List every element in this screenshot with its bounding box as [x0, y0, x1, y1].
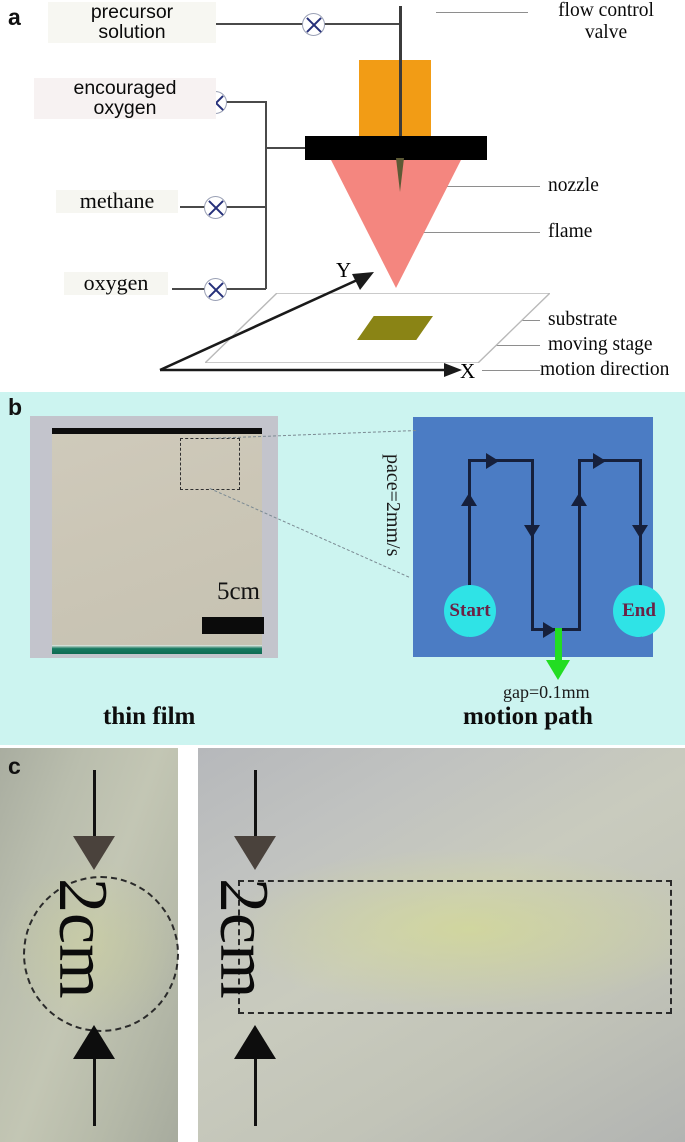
pipe-manifold-to-head	[265, 147, 307, 149]
pipe-precursor-out	[322, 23, 402, 25]
film-scale-label: 5cm	[216, 578, 260, 605]
thin-film-photo: 5cm	[30, 416, 278, 658]
pipe-methane-out	[224, 206, 266, 208]
source-label-methane: methane	[56, 189, 178, 213]
path-seg-up-1	[468, 459, 471, 637]
path-seg-down-2	[639, 459, 642, 637]
panel-c-photos: c 2cm 2cm	[0, 745, 685, 1142]
callout-substrate: substrate	[548, 309, 618, 330]
left-arrow-up-shaft	[93, 1058, 96, 1126]
panel-b-film-and-path: b 5cm pace=2mm/s Start End gap=0.1mm	[0, 392, 685, 745]
axis-label-y: Y	[336, 258, 352, 282]
left-arrow-down-shaft	[93, 770, 96, 838]
left-arrow-down-head	[73, 836, 115, 870]
right-arrow-up-head	[234, 1025, 276, 1059]
panel-b-label: b	[8, 394, 23, 420]
valve-precursor-icon	[302, 13, 325, 36]
path-seg-top-2	[578, 459, 642, 462]
source-label-oxygen: oxygen	[64, 271, 168, 295]
caption-motion-path: motion path	[463, 703, 593, 730]
source-label-precursor-solution: precursor solution	[48, 2, 216, 43]
pace-label: pace=2mm/s	[382, 454, 404, 557]
film-scale-bar	[202, 617, 264, 634]
photo-right-linear-deposit	[198, 748, 685, 1142]
right-arrow-down-head	[234, 836, 276, 870]
axis-label-x: X	[460, 359, 476, 383]
pipe-methane-in	[180, 206, 205, 208]
pipe-manifold-vertical-top	[265, 101, 267, 148]
pipe-encouraged-out	[224, 101, 266, 103]
pipe-precursor-in	[186, 23, 304, 25]
pipe-oxygen-in	[172, 288, 205, 290]
path-arrow-down-1	[524, 525, 540, 538]
source-label-encouraged-oxygen: encouraged oxygen	[34, 78, 216, 119]
path-arrow-up-1	[461, 493, 477, 506]
callout-moving-stage: moving stage	[548, 334, 653, 355]
source-label-encouraged-line2: oxygen	[93, 97, 157, 120]
callout-fcv-line2: valve	[584, 21, 628, 43]
path-seg-up-2	[578, 459, 581, 631]
precursor-reservoir-block	[359, 60, 431, 138]
right-dashed-rect-marker	[238, 880, 672, 1014]
film-top-edge	[52, 428, 262, 434]
callout-flow-control-valve: flow control valve	[528, 0, 684, 44]
left-measure-label: 2cm	[44, 878, 121, 999]
right-arrow-up-shaft	[254, 1058, 257, 1126]
path-end-node: End	[613, 585, 665, 637]
film-bottom-edge	[52, 645, 262, 654]
valve-oxygen-icon	[204, 278, 227, 301]
left-arrow-up-head	[73, 1025, 115, 1059]
path-seg-top-1	[468, 459, 534, 462]
source-label-encouraged-line1: encouraged	[73, 77, 177, 99]
path-start-node: Start	[444, 585, 496, 637]
film-inset-region	[180, 438, 240, 490]
gap-arrow-head	[546, 660, 570, 680]
callout-fcv-line1: flow control	[558, 0, 654, 21]
pipe-oxygen-out	[224, 288, 266, 290]
film-surface	[52, 432, 262, 646]
axis-x-arrow	[160, 363, 462, 377]
pipe-manifold-vertical-bottom	[265, 147, 267, 289]
callout-nozzle: nozzle	[548, 175, 599, 196]
leader-motion-direction	[482, 370, 540, 371]
right-measure-label: 2cm	[205, 878, 282, 999]
callout-motion-direction: motion direction	[540, 359, 670, 380]
path-seg-down-1	[531, 459, 534, 631]
right-arrow-down-shaft	[254, 770, 257, 838]
nozzle-tip	[396, 158, 404, 192]
callout-flame: flame	[548, 221, 593, 242]
path-arrow-right-1	[486, 453, 499, 469]
feed-tube	[399, 6, 402, 146]
burner-head	[305, 136, 487, 160]
axis-y-arrow	[159, 272, 374, 372]
path-arrow-right-2	[543, 622, 556, 638]
gap-label: gap=0.1mm	[503, 682, 590, 702]
leader-flow-control-valve	[436, 12, 528, 13]
source-label-precursor-line1: precursor	[90, 1, 174, 23]
valve-methane-icon	[204, 196, 227, 219]
gap-arrow-shaft	[555, 628, 562, 664]
source-label-precursor-line2: solution	[98, 21, 166, 44]
panel-a-schematic: a precursor solution encouraged oxygen m…	[0, 0, 685, 392]
panel-a-label: a	[8, 4, 21, 30]
motion-path-diagram: Start End	[413, 417, 665, 657]
panel-c-label: c	[8, 753, 21, 779]
path-arrow-right-3	[593, 453, 606, 469]
path-arrow-up-2	[571, 493, 587, 506]
caption-thin-film: thin film	[103, 703, 196, 730]
leader-flame	[396, 232, 540, 233]
leader-nozzle	[404, 186, 540, 187]
path-arrow-down-2	[632, 525, 648, 538]
